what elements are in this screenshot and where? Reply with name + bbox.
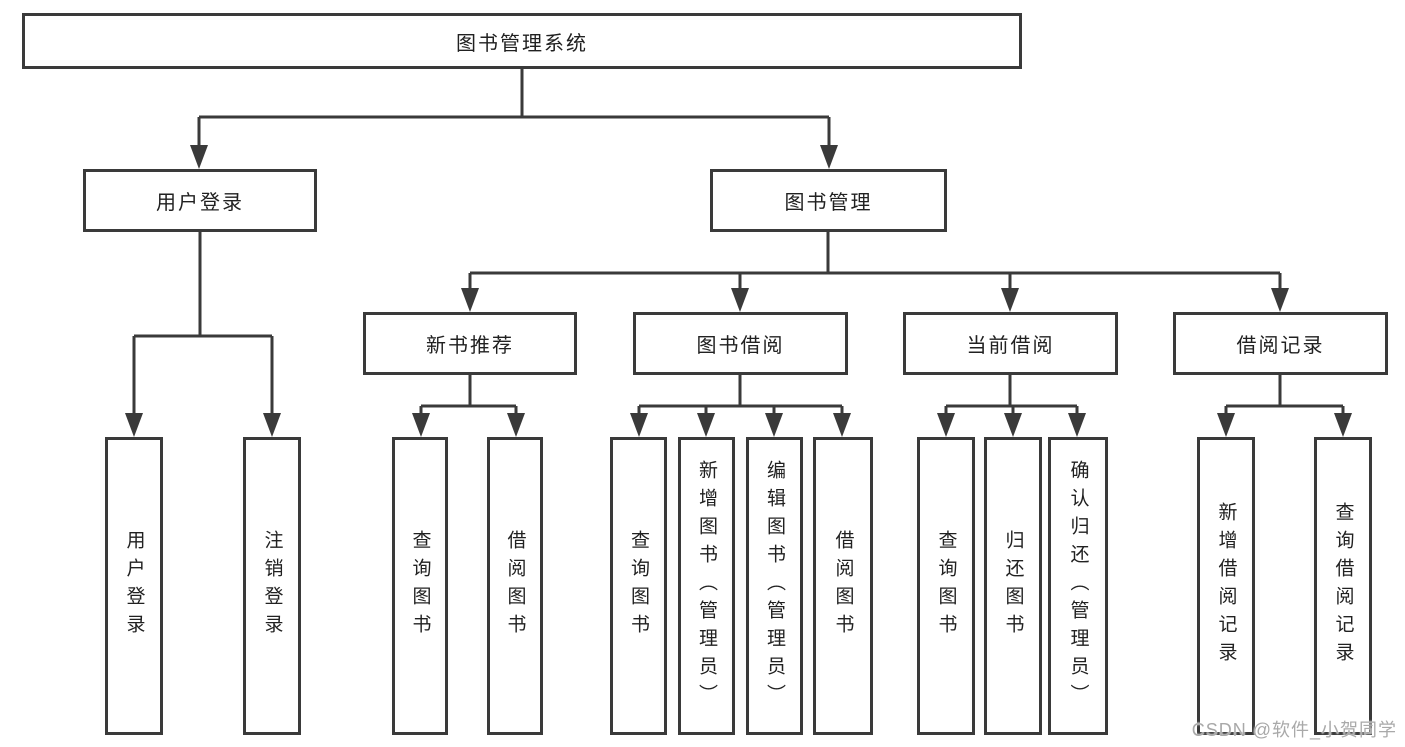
- arrowheads: [125, 145, 1352, 437]
- leaf-add-book-admin: 新增图书（管理员）: [678, 437, 735, 735]
- leaf-add-borrow-record: 新增借阅记录: [1197, 437, 1255, 735]
- leaf-borrow-book-2: 借阅图书: [813, 437, 873, 735]
- node-borrowing-records: 借阅记录: [1173, 312, 1388, 375]
- leaf-user-login: 用户登录: [105, 437, 163, 735]
- node-user-login: 用户登录: [83, 169, 317, 232]
- node-new-book-recommend: 新书推荐: [363, 312, 577, 375]
- leaf-logout: 注销登录: [243, 437, 301, 735]
- leaf-query-book-3: 查询图书: [917, 437, 975, 735]
- node-book-management: 图书管理: [710, 169, 947, 232]
- node-book-borrowing: 图书借阅: [633, 312, 848, 375]
- leaf-borrow-book-1: 借阅图书: [487, 437, 543, 735]
- leaf-return-book: 归还图书: [984, 437, 1042, 735]
- leaf-query-book-2: 查询图书: [610, 437, 667, 735]
- node-current-borrowing: 当前借阅: [903, 312, 1118, 375]
- node-root: 图书管理系统: [22, 13, 1022, 69]
- leaf-query-book-1: 查询图书: [392, 437, 448, 735]
- csdn-watermark: CSDN @软件_小贺同学: [1191, 720, 1397, 740]
- leaf-confirm-return-admin: 确认归还（管理员）: [1048, 437, 1108, 735]
- leaf-query-borrow-record: 查询借阅记录: [1314, 437, 1372, 735]
- leaf-edit-book-admin: 编辑图书（管理员）: [746, 437, 803, 735]
